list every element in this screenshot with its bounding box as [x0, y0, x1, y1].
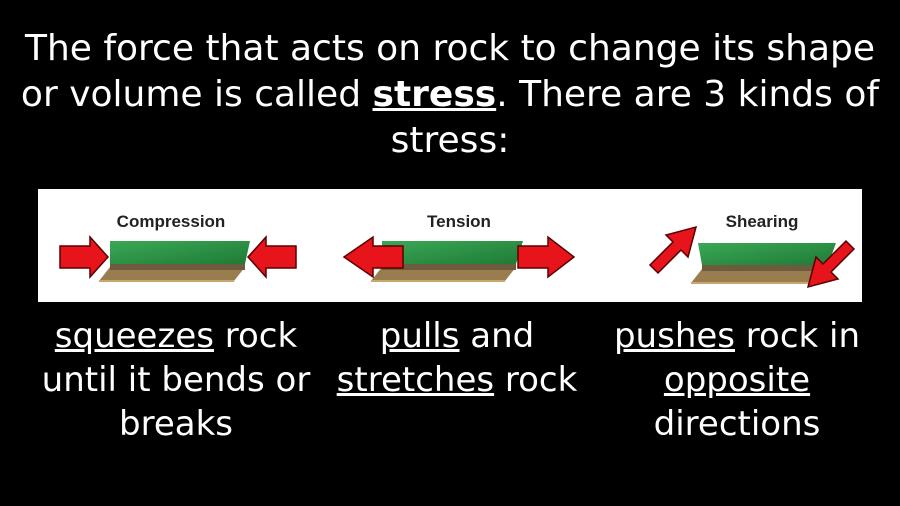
caption-shearing-keyword-1: pushes: [613, 316, 735, 356]
label-tension: Tension: [427, 212, 491, 231]
label-compression: Compression: [117, 212, 226, 231]
compression-arrow-left: [59, 235, 110, 279]
caption-tension-mid: and: [459, 316, 535, 356]
caption-compression-keyword: squeezes: [54, 316, 214, 356]
title-text-start: The force that acts on rock to change it…: [20, 28, 876, 115]
caption-compression-rest: rock until it bends or breaks: [41, 316, 311, 444]
stress-diagram-svg: Compression Tension Shearing: [59, 212, 856, 289]
shearing-arrow-down: [806, 239, 856, 289]
tension-rock-slab: [371, 241, 523, 282]
shearing-rock-slab: [691, 243, 836, 284]
tension-arrow-right: [517, 235, 576, 279]
caption-tension: pulls and stretches rock: [322, 314, 592, 402]
caption-shearing: pushes rock in opposite directions: [596, 314, 878, 446]
caption-tension-keyword-1: pulls: [379, 316, 460, 356]
stress-types-diagram: Compression Tension Shearing: [38, 189, 862, 302]
caption-tension-rest: rock: [494, 360, 578, 400]
slide-title: The force that acts on rock to change it…: [20, 26, 880, 164]
compression-arrow-right: [246, 235, 297, 279]
tension-arrow-left: [342, 235, 404, 279]
title-text-end: . There are 3 kinds of stress:: [390, 74, 880, 161]
caption-shearing-rest: directions: [653, 404, 821, 444]
caption-shearing-keyword-2: opposite: [663, 360, 811, 400]
caption-compression: squeezes rock until it bends or breaks: [40, 314, 312, 446]
compression-rock-slab: [99, 241, 250, 282]
caption-tension-keyword-2: stretches: [336, 360, 495, 400]
title-keyword-stress: stress: [372, 74, 497, 115]
shearing-arrow-up: [648, 225, 698, 275]
caption-shearing-mid: rock in: [735, 316, 861, 356]
label-shearing: Shearing: [726, 212, 799, 231]
